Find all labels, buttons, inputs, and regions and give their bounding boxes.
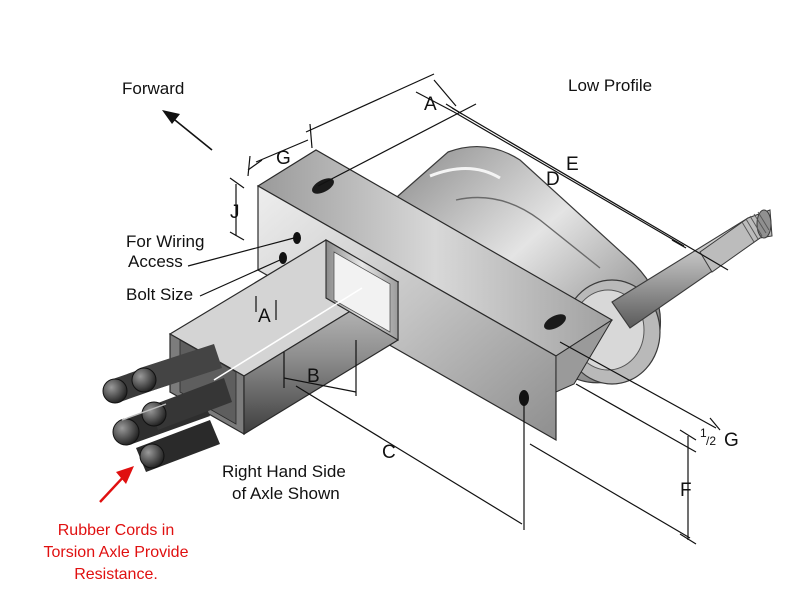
label-access: Access [128,252,183,271]
wiring-hole [293,232,301,244]
note-line-2: Torsion Axle Provide [44,544,189,561]
dim-label-d: D [546,169,560,190]
bolt-hole-rear [519,390,529,406]
rubber-cords [102,344,232,472]
dim-label-c: C [382,442,396,463]
dimension-lines [162,73,729,545]
half-g-letter: G [724,430,739,451]
tube-centerline [213,287,363,381]
spindle [611,209,773,329]
dim-label-j: J [230,202,240,223]
half-numerator: 1 [700,426,707,440]
label-right-hand-side: Right Hand Side [222,462,346,481]
dim-label-a-top: A [424,94,437,115]
dim-label-g: G [276,148,291,169]
bolt-hole-front [279,252,287,264]
label-for-wiring: For Wiring [126,232,204,251]
dim-label-a-lower: A [258,306,271,327]
dim-label-b: B [307,366,320,387]
label-forward: Forward [122,79,184,98]
note-line-3: Resistance. [74,566,158,583]
half-denominator: /2 [706,434,716,448]
label-of-axle-shown: of Axle Shown [232,484,340,503]
dim-label-f: F [680,480,692,501]
red-note-arrow [99,466,134,503]
dim-label-half-g: 1 /2 G [700,426,739,451]
top-slot-hole-front [312,178,334,194]
note-line-1: Rubber Cords in [58,522,175,539]
top-slot-hole-rear [544,314,566,330]
label-bolt-size: Bolt Size [126,285,193,304]
dim-label-e: E [566,154,579,175]
label-low-profile: Low Profile [568,76,652,95]
